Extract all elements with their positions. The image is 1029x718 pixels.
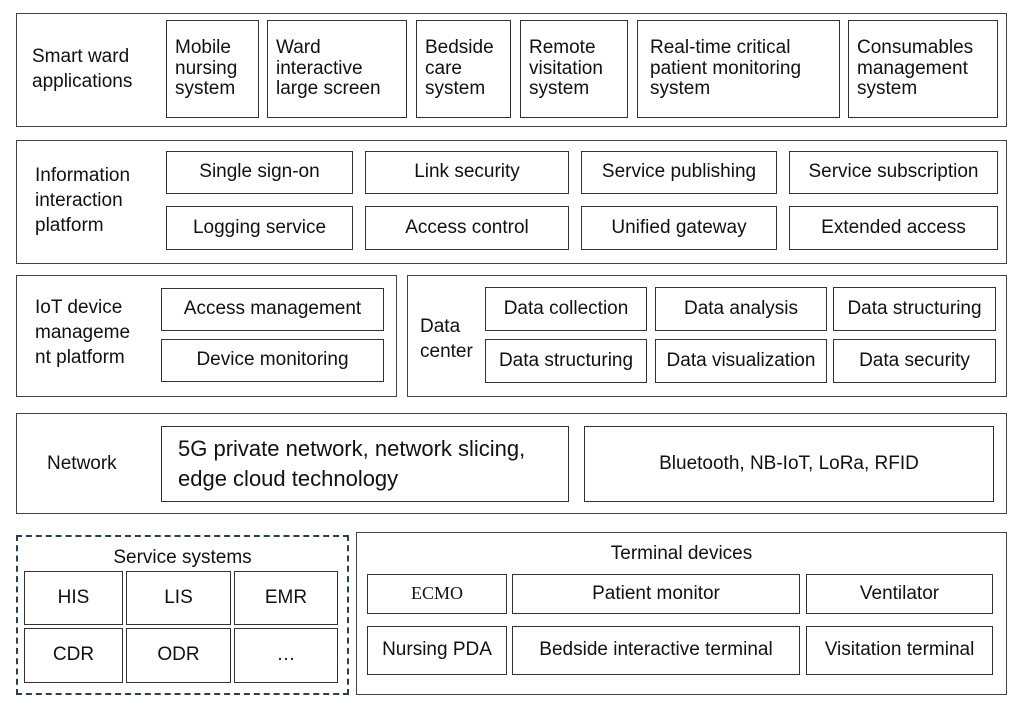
applications-label: Smart ward applications — [32, 46, 133, 92]
platform-access-control: Access control — [365, 206, 569, 250]
service-his: HIS — [24, 571, 123, 625]
iot-device-monitoring: Device monitoring — [161, 339, 384, 382]
platform-label: Information interaction platform — [35, 165, 131, 236]
data-center-label: Data center — [420, 316, 473, 362]
terminal-devices-title: Terminal devices — [610, 543, 753, 564]
network-5g: 5G private network, network slicing, edg… — [161, 426, 569, 502]
app-ward-large-screen: Ward interactive large screen — [267, 20, 407, 118]
app-consumables: Consumables management system — [848, 20, 998, 118]
dc-data-structuring-2: Data structuring — [485, 339, 647, 383]
platform-link-security: Link security — [365, 151, 569, 194]
dc-data-security: Data security — [833, 339, 996, 383]
network-wireless: Bluetooth, NB-IoT, LoRa, RFID — [584, 426, 994, 502]
dc-data-visualization: Data visualization — [655, 339, 827, 383]
service-odr: ODR — [126, 628, 231, 683]
service-lis: LIS — [126, 571, 231, 625]
terminal-nursing-pda: Nursing PDA — [367, 626, 507, 675]
platform-single-sign-on: Single sign-on — [166, 151, 353, 194]
platform-logging-service: Logging service — [166, 206, 353, 250]
platform-extended-access: Extended access — [789, 206, 998, 250]
app-mobile-nursing: Mobile nursing system — [166, 20, 259, 118]
app-remote-visitation: Remote visitation system — [520, 20, 628, 118]
terminal-bedside-interactive: Bedside interactive terminal — [512, 626, 800, 675]
dc-data-collection: Data collection — [485, 287, 647, 331]
iot-access-management: Access management — [161, 288, 384, 331]
platform-unified-gateway: Unified gateway — [581, 206, 777, 250]
service-emr: EMR — [234, 571, 338, 625]
terminal-visitation: Visitation terminal — [806, 626, 993, 675]
service-more: … — [234, 628, 338, 683]
terminal-ecmo: ECMO — [367, 574, 507, 614]
app-critical-monitoring: Real-time critical patient monitoring sy… — [637, 20, 840, 118]
dc-data-analysis: Data analysis — [655, 287, 827, 331]
iot-label: IoT device manageme nt platform — [35, 297, 131, 368]
platform-service-publishing: Service publishing — [581, 151, 777, 194]
app-bedside-care: Bedside care system — [416, 20, 511, 118]
terminal-ventilator: Ventilator — [806, 574, 993, 614]
dc-data-structuring-1: Data structuring — [833, 287, 996, 331]
service-systems-title: Service systems — [113, 547, 252, 568]
network-label: Network — [47, 453, 117, 474]
service-cdr: CDR — [24, 628, 123, 683]
terminal-patient-monitor: Patient monitor — [512, 574, 800, 614]
platform-service-subscription: Service subscription — [789, 151, 998, 194]
